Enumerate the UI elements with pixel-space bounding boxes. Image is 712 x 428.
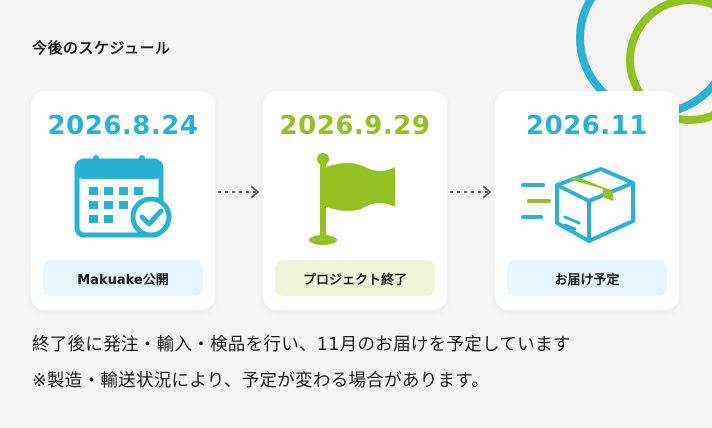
delivery-box-icon — [521, 167, 635, 243]
page-title: 今後のスケジュール — [32, 39, 171, 57]
arrow-right-icon — [450, 186, 491, 198]
disclaimer-note: ※製造・輸送状況により、予定が変わる場合があります。 — [32, 371, 490, 391]
schedule-note: 終了後に発注・輸入・検品を行い、11月のお届けを予定しています — [32, 335, 571, 355]
calendar-check-icon — [74, 155, 172, 238]
step-date: 2026.8.24 — [47, 111, 199, 141]
flag-icon — [309, 153, 395, 245]
step-label: お届け予定 — [507, 260, 667, 296]
schedule-card-delivery: 2026.11 お届け予定 — [495, 91, 679, 310]
step-date: 2026.11 — [526, 111, 648, 141]
arrow-right-icon — [218, 186, 259, 198]
step-label: Makuake公開 — [43, 260, 203, 296]
schedule-card-end: 2026.9.29 プロジェクト終了 — [263, 91, 447, 310]
step-label: プロジェクト終了 — [275, 260, 435, 296]
schedule-card-launch: 2026.8.24 Makuake公開 — [31, 91, 215, 310]
step-date: 2026.9.29 — [279, 111, 431, 141]
